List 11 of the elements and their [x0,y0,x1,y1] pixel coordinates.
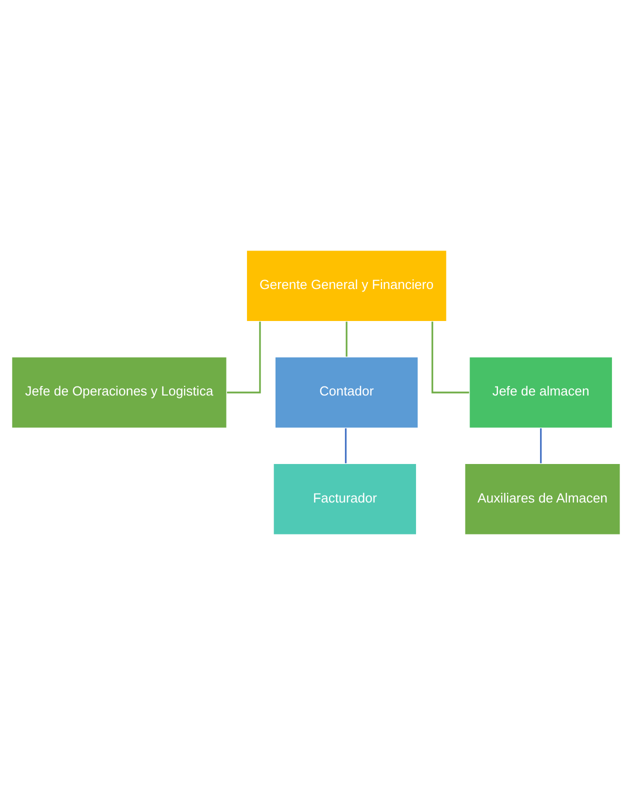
node-box: Facturador [273,463,417,536]
connector [227,322,261,394]
node-box: Jefe de Operaciones y Logistica [11,356,228,428]
connector [346,322,348,357]
connector [432,322,470,394]
connector [344,428,347,464]
node-box: Jefe de almacen [468,356,613,428]
node-box: Auxiliares de Almacen [464,463,621,536]
connector [540,428,542,464]
node-box: Gerente General y Financiero [246,250,448,322]
node-box: Contador [274,356,419,428]
